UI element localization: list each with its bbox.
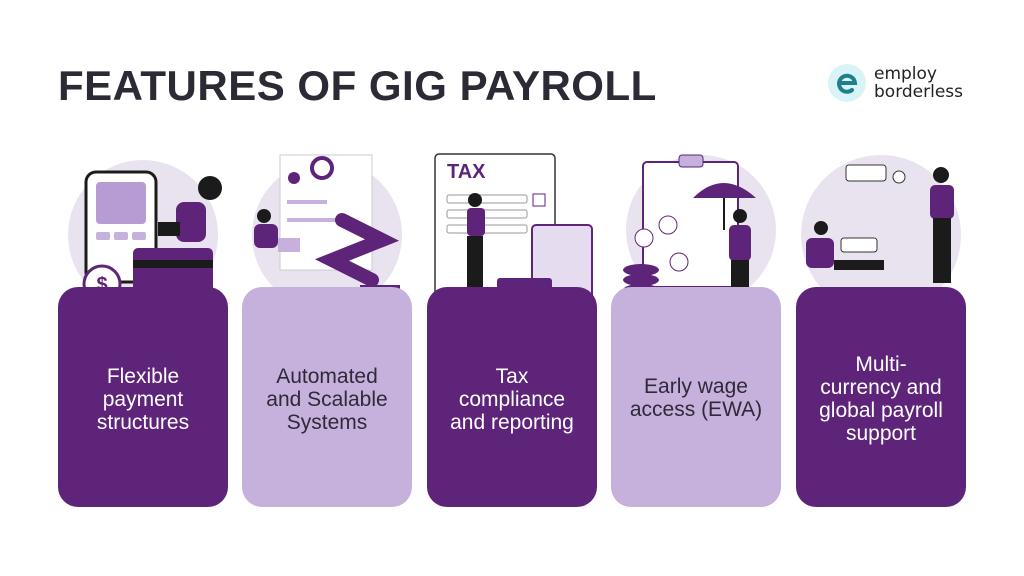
- logo-line-2: borderless: [874, 82, 964, 102]
- e-logo-icon: [828, 64, 866, 102]
- brand-logo: employ borderless: [828, 64, 963, 102]
- robot-arm-illustration: [242, 150, 412, 315]
- svg-text:TAX: TAX: [447, 161, 486, 183]
- page-title: FEATURES OF GIG PAYROLL: [58, 62, 657, 109]
- logo-line-1: employ: [874, 64, 937, 84]
- svg-text:$: $: [96, 274, 107, 296]
